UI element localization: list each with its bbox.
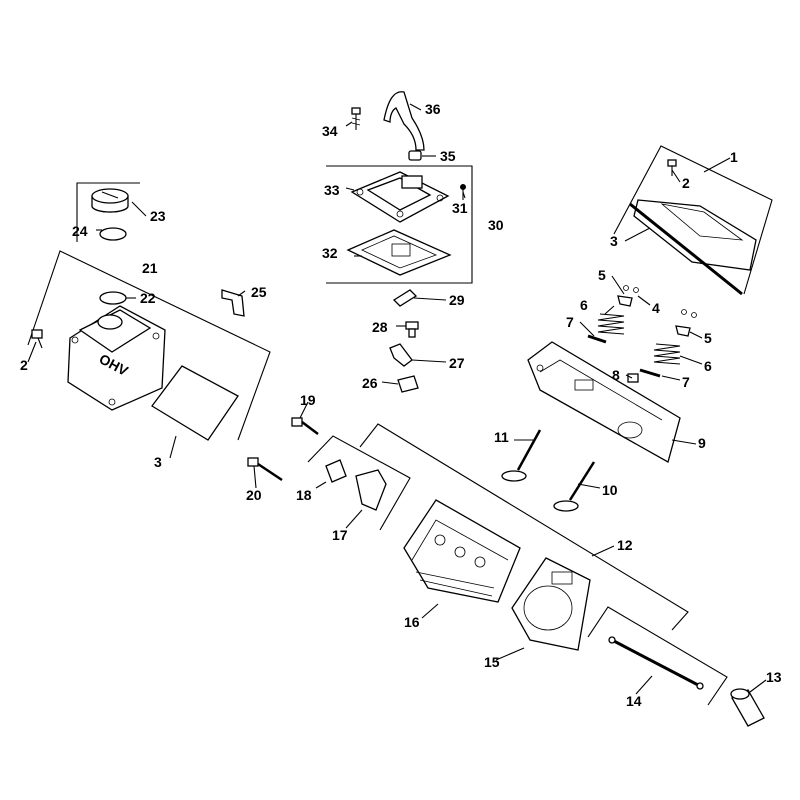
callout-15: 15 — [484, 654, 500, 670]
cover-gasket-right — [629, 202, 743, 296]
screw-2-right — [667, 159, 677, 176]
callout-5-bottom: 5 — [704, 330, 712, 346]
retainer-5-top — [617, 295, 633, 307]
o-ring-24 — [99, 227, 127, 241]
head-gasket — [511, 557, 591, 651]
valve-spring-top — [597, 313, 625, 335]
pin-7-bottom — [639, 368, 661, 378]
callout-36: 36 — [425, 101, 441, 117]
callout-18: 18 — [296, 487, 312, 503]
callout-26: 26 — [362, 375, 378, 391]
clip-25 — [221, 289, 245, 317]
oil-fill-cap — [91, 188, 129, 213]
callout-17: 17 — [332, 527, 348, 543]
retainer-5-bottom — [675, 325, 691, 337]
valve-spring-bottom — [653, 343, 681, 365]
bracket-14 — [587, 606, 728, 706]
callout-8: 8 — [612, 367, 620, 383]
breather-tube — [383, 91, 425, 151]
cylinder-head-block — [403, 499, 521, 603]
callout-3-right: 3 — [610, 233, 618, 249]
screw-2-left — [31, 329, 43, 349]
screw-34 — [351, 107, 361, 130]
bracket-17 — [307, 435, 411, 531]
leader-lines — [27, 103, 767, 695]
bracket-27 — [389, 343, 413, 367]
callout-34: 34 — [322, 123, 338, 139]
keepers — [623, 285, 697, 318]
pin-7-top — [587, 334, 607, 344]
screw-31 — [460, 184, 466, 200]
callout-7-top: 7 — [566, 314, 574, 330]
breather-cover — [350, 171, 450, 223]
valve-11 — [501, 429, 542, 482]
callout-9: 9 — [698, 435, 706, 451]
callout-6-bottom: 6 — [704, 358, 712, 374]
breather-reed — [392, 289, 418, 307]
bracket-12 — [359, 423, 689, 631]
bracket-21 — [27, 250, 271, 441]
callout-19: 19 — [300, 392, 316, 408]
valve-cover: OHV — [67, 305, 166, 411]
callout-33: 33 — [324, 182, 340, 198]
o-ring-22 — [99, 291, 127, 305]
push-rod — [608, 636, 704, 690]
block-8 — [627, 373, 639, 383]
breather-gasket — [346, 229, 452, 276]
plug-28 — [405, 321, 419, 338]
callout-25: 25 — [251, 284, 267, 300]
callout-35: 35 — [440, 148, 456, 164]
callout-7-bottom: 7 — [682, 374, 690, 390]
callout-21: 21 — [142, 260, 158, 276]
callout-32: 32 — [322, 245, 338, 261]
rocker-arm — [355, 469, 387, 511]
callout-11: 11 — [494, 429, 509, 445]
callout-16: 16 — [404, 614, 420, 630]
tappet — [730, 688, 765, 727]
callout-2-left: 2 — [20, 357, 28, 373]
callout-30: 30 — [488, 217, 504, 233]
callout-13: 13 — [766, 669, 782, 685]
callout-4: 4 — [652, 300, 660, 316]
callout-29: 29 — [449, 292, 465, 308]
callout-1: 1 — [730, 149, 738, 165]
callout-12: 12 — [617, 537, 633, 553]
valve-cover-right — [633, 199, 757, 271]
cover-gasket-left — [151, 365, 239, 441]
callout-14: 14 — [626, 693, 642, 709]
valve-10 — [553, 461, 596, 512]
bracket-23 — [76, 182, 140, 242]
grommet — [408, 150, 422, 161]
callout-6-top: 6 — [580, 297, 588, 313]
bracket-26 — [397, 375, 419, 393]
callout-24: 24 — [72, 223, 88, 239]
callout-28: 28 — [372, 319, 388, 335]
callout-5-top: 5 — [598, 267, 606, 283]
callout-23: 23 — [150, 208, 166, 224]
callout-20: 20 — [246, 487, 262, 503]
callouts: 1 2 3 5 4 6 7 5 6 7 8 9 11 10 12 13 14 1… — [20, 101, 782, 709]
group-brackets — [27, 145, 773, 706]
stud-20 — [247, 457, 283, 482]
callout-3-left: 3 — [154, 454, 162, 470]
bracket-30 — [326, 165, 473, 284]
bracket-1 — [613, 145, 773, 295]
bolt-19 — [291, 417, 319, 435]
callout-22: 22 — [140, 290, 156, 306]
callout-31: 31 — [452, 200, 468, 216]
callout-10: 10 — [602, 482, 618, 498]
cylinder-head — [527, 341, 681, 463]
callout-27: 27 — [449, 355, 465, 371]
callout-2-right: 2 — [682, 175, 690, 191]
sleeve-18 — [325, 459, 347, 483]
